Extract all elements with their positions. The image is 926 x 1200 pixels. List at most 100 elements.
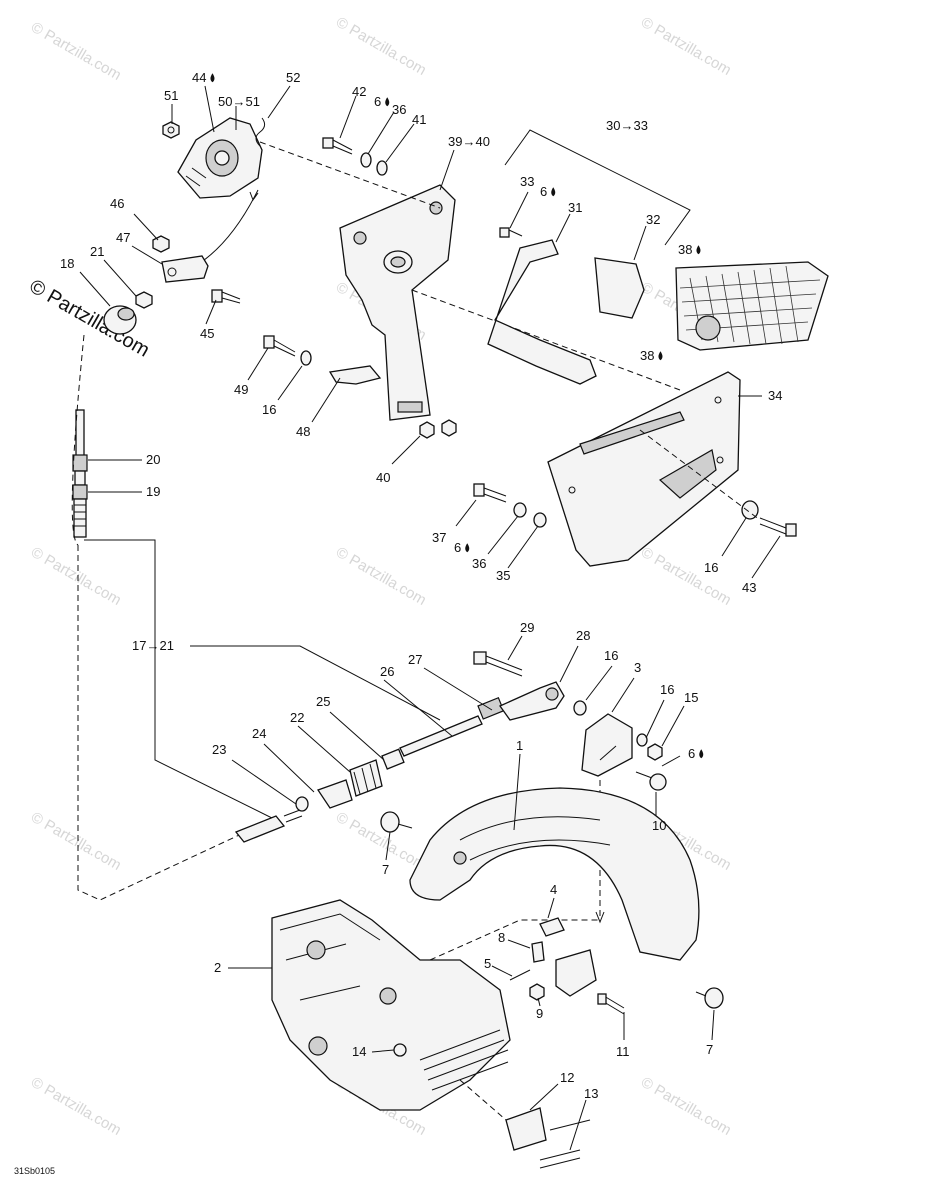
clip-48 [328, 365, 382, 385]
screw-13 [539, 1119, 591, 1169]
oil-drop-icon [699, 749, 704, 759]
cover-1 [409, 787, 700, 961]
callout-26: 26 [380, 664, 394, 679]
washer-36 [360, 152, 372, 168]
watermark: © Partzilla.com [638, 1074, 734, 1139]
guide-line [459, 1079, 507, 1121]
callout-14: 14 [352, 1044, 366, 1059]
callout-23: 23 [212, 742, 226, 757]
bushing-18 [103, 305, 137, 335]
callout-20: 20 [146, 452, 160, 467]
watermark: © Partzilla.com [638, 544, 734, 609]
bolt-49 [263, 335, 296, 357]
callout-46: 46 [110, 196, 124, 211]
reference-code: 31Sb0105 [14, 1166, 55, 1176]
housing-2 [271, 899, 511, 1111]
latch [555, 949, 597, 997]
callout-27: 27 [408, 652, 422, 667]
guide-line [411, 289, 681, 391]
nut-40 [419, 419, 457, 439]
oil-drop-icon [465, 543, 470, 553]
guide-line [639, 429, 761, 521]
callout-30-33: 30→33 [606, 118, 648, 133]
callout-36: 36 [472, 556, 486, 571]
rod-26 [381, 715, 483, 770]
cable-19-20 [72, 409, 88, 538]
oil-drop-icon [696, 245, 701, 255]
watermark: © Partzilla.com [333, 14, 429, 79]
group-bracket-17-21 [84, 539, 281, 823]
callout-36: 36 [392, 102, 406, 117]
callout-11: 11 [616, 1044, 630, 1059]
callout-38: 38 [678, 242, 692, 257]
callout-51: 51 [164, 88, 178, 103]
callout-12: 12 [560, 1070, 574, 1085]
callout-19: 19 [146, 484, 160, 499]
callout-6: 6 [374, 94, 381, 109]
washer-16 [300, 350, 312, 366]
callout-45: 45 [200, 326, 214, 341]
callout-28: 28 [576, 628, 590, 643]
washer-41 [376, 160, 388, 176]
guide-line [77, 545, 251, 901]
washer-35 [533, 512, 547, 528]
callout-49: 49 [234, 382, 248, 397]
callout-labels: 44 52 51 50→51 42 6 36 41 39→40 30→33 33… [60, 70, 782, 1101]
callout-31: 31 [568, 200, 582, 215]
callout-7: 7 [706, 1042, 713, 1057]
callout-41: 41 [412, 112, 426, 127]
callout-50-51: 50→51 [218, 94, 260, 109]
callout-1: 1 [516, 738, 523, 753]
callout-6: 6 [540, 184, 547, 199]
bracket-3 [581, 713, 633, 777]
oil-drop-icon [210, 73, 215, 83]
lever-28 [499, 681, 565, 721]
callout-22: 22 [290, 710, 304, 725]
lever-housing-44 [177, 117, 263, 199]
nut-21 [135, 291, 153, 309]
callout-32: 32 [646, 212, 660, 227]
callout-29: 29 [520, 620, 534, 635]
panel-34 [547, 371, 741, 567]
watermark: © Partzilla.com [638, 14, 734, 79]
callout-52: 52 [286, 70, 300, 85]
spring-5 [509, 969, 531, 981]
oil-drop-icon [658, 351, 663, 361]
bolt-11 [597, 993, 625, 1015]
callout-48: 48 [296, 424, 310, 439]
screw-7a [380, 811, 413, 833]
cable-end-23 [234, 809, 303, 843]
callout-17-21: 17→21 [132, 638, 174, 653]
plate-12 [505, 1107, 547, 1151]
nut-25 [349, 759, 383, 797]
callout-42: 42 [352, 84, 366, 99]
nut-51 [162, 121, 180, 139]
cable-end-46-47 [152, 235, 209, 283]
washer-16d [636, 733, 648, 747]
callout-38: 38 [640, 348, 654, 363]
arrow [595, 911, 605, 924]
callout-6: 6 [688, 746, 695, 761]
oil-drop-icon [385, 97, 390, 107]
callout-4: 4 [550, 882, 557, 897]
callout-25: 25 [316, 694, 330, 709]
bolt-29 [473, 651, 523, 677]
callout-2: 2 [214, 960, 221, 975]
guide-line [259, 141, 441, 209]
callout-15: 15 [684, 690, 698, 705]
callout-13: 13 [584, 1086, 598, 1101]
pad-32 [594, 257, 645, 319]
clip-22 [316, 779, 353, 809]
callout-37: 37 [432, 530, 446, 545]
callout-16: 16 [660, 682, 674, 697]
leader-lines [79, 85, 781, 1151]
callout-3: 3 [634, 660, 641, 675]
nut-15 [647, 743, 663, 761]
callout-9: 9 [536, 1006, 543, 1021]
washer-16c [573, 700, 587, 716]
nut-9 [529, 983, 545, 1001]
callout-24: 24 [252, 726, 266, 741]
callout-35: 35 [496, 568, 510, 583]
callout-44: 44 [192, 70, 206, 85]
